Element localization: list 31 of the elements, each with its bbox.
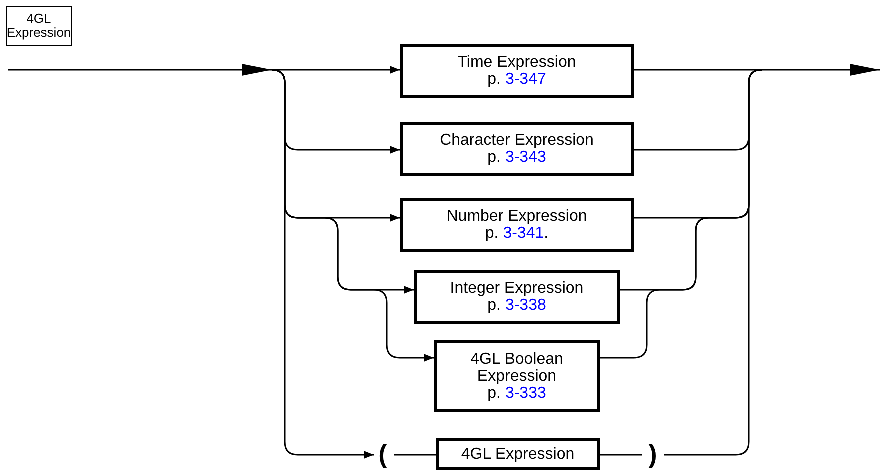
syntax-element-box xyxy=(400,44,634,98)
page-link: 3-341 xyxy=(503,225,544,242)
parenthesis-symbol: ( xyxy=(372,437,394,471)
element-name: Character Expression xyxy=(440,132,594,149)
element-name: 4GL Expression xyxy=(461,446,575,462)
page-reference: p. 3-333 xyxy=(488,384,546,402)
connector-line xyxy=(394,454,436,456)
arrow xyxy=(762,64,880,76)
syntax-element-box xyxy=(400,198,634,252)
page-reference: p. 3-343 xyxy=(488,149,546,166)
page-reference: p. 3-347 xyxy=(488,71,546,88)
syntax-element-box xyxy=(434,340,600,412)
page-reference: p. 3-338 xyxy=(488,297,546,314)
element-name: Number Expression xyxy=(446,208,588,225)
arrow xyxy=(8,64,272,76)
element-name: Integer Expression xyxy=(450,280,584,297)
arrow xyxy=(272,69,374,459)
element-name: Time Expression xyxy=(458,54,576,71)
page-link: 3-347 xyxy=(505,71,546,88)
connector-line xyxy=(600,454,642,456)
page-link: 3-333 xyxy=(505,384,546,402)
page-link: 3-338 xyxy=(505,297,546,314)
syntax-title-box xyxy=(6,6,72,46)
syntax-element-box xyxy=(400,122,634,176)
page-reference: p. 3-341. xyxy=(485,225,549,242)
connector-line xyxy=(664,69,762,456)
syntax-element-box xyxy=(414,270,620,324)
syntax-element-box xyxy=(436,438,600,470)
element-name: 4GL Expression xyxy=(6,12,72,40)
page-link: 3-343 xyxy=(505,149,546,166)
parenthesis-symbol: ) xyxy=(642,437,664,471)
